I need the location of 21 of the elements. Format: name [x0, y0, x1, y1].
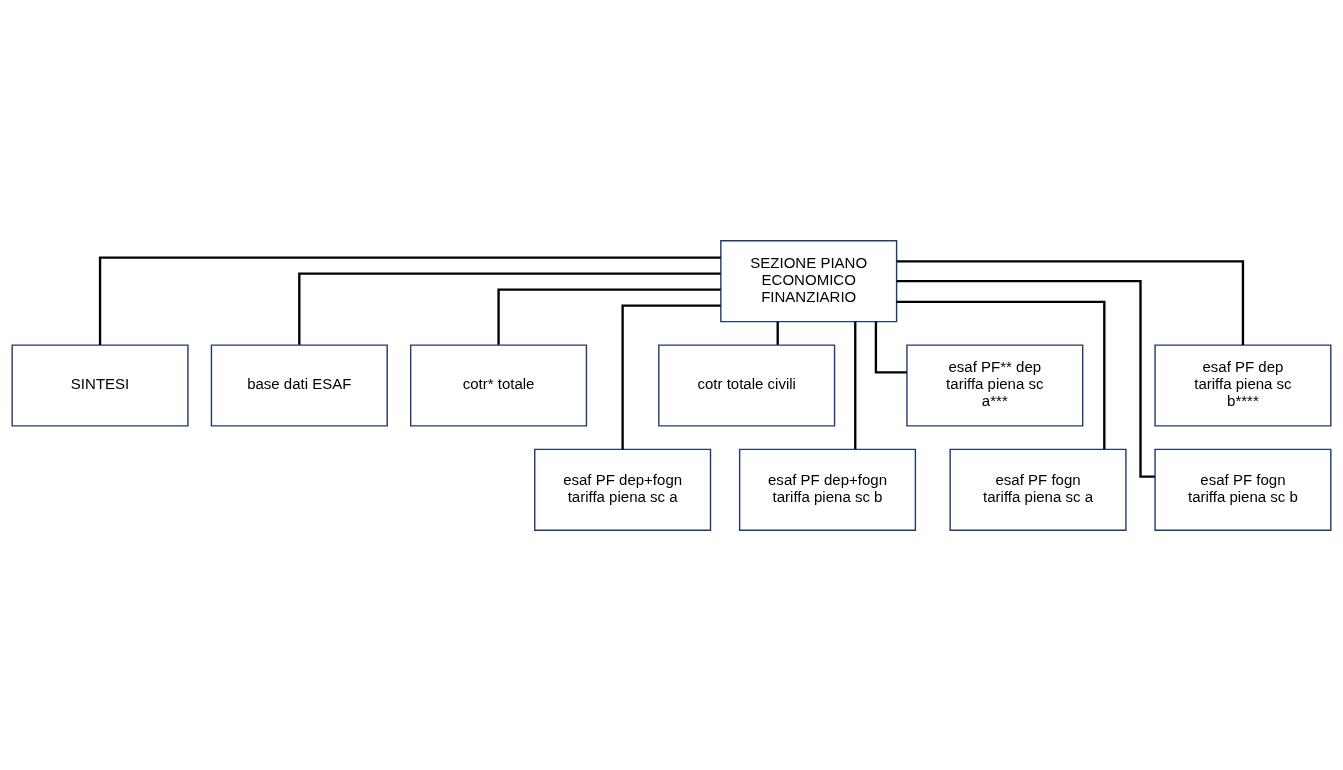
connector	[776, 321, 779, 345]
connector	[621, 303, 721, 449]
node-box: cotr* totale	[410, 343, 588, 427]
connector	[896, 300, 1106, 449]
node-box: esaf PF dep tariffa piena sc b****	[1154, 343, 1332, 427]
node-box: esaf PF dep+fogn tariffa piena sc a	[534, 448, 712, 531]
connector	[98, 256, 721, 345]
connector	[896, 259, 1245, 345]
node-box: esaf PF fogn tariffa piena sc a	[949, 448, 1127, 531]
connector	[896, 279, 1155, 478]
connector	[854, 321, 857, 449]
node-box: SINTESI	[11, 343, 189, 427]
connector	[874, 321, 907, 373]
node-box: base dati ESAF	[210, 343, 388, 427]
node-box: esaf PF** dep tariffa piena sc a***	[906, 343, 1084, 427]
node-box: esaf PF fogn tariffa piena sc b	[1154, 448, 1332, 531]
connector	[298, 272, 721, 345]
node-box: esaf PF dep+fogn tariffa piena sc b	[738, 448, 917, 531]
node-box: SEZIONE PIANO ECONOMICO FINANZIARIO	[720, 239, 898, 322]
node-box: cotr totale civili	[658, 343, 836, 427]
connector	[497, 287, 721, 345]
